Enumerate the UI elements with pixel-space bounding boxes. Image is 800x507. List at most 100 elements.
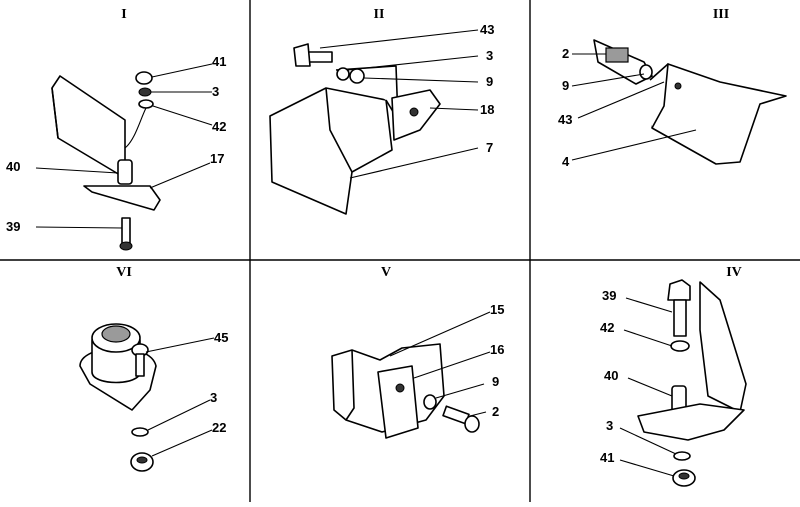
panel-iv-bracket (637, 403, 745, 441)
panel-iii-flange (649, 63, 669, 129)
panel-i-leader-42 (152, 105, 213, 126)
panel-iii: III 2 9 43 4 (558, 7, 787, 169)
panel-ii-leader-43 (319, 29, 479, 49)
label-39: 39 (6, 219, 20, 234)
panel-iii-title: III (713, 7, 729, 22)
panel-iv-washer-3 (673, 451, 691, 461)
panel-vi-washer-3 (131, 427, 149, 437)
label-3: 3 (212, 84, 219, 99)
label-45: 45 (214, 330, 228, 345)
label-43: 43 (558, 112, 572, 127)
panel-i-bolt-39-head (119, 241, 133, 251)
label-2: 2 (492, 404, 499, 419)
panel-i-washer-42 (138, 99, 154, 109)
panel-iii-leader-43 (577, 81, 665, 119)
panel-iv-bolt-39 (673, 299, 687, 337)
panel-iv: IV 39 42 40 3 41 (600, 265, 747, 487)
panel-v-bracket-fold (345, 349, 355, 421)
label-22: 22 (212, 420, 226, 435)
panel-iv-leader-40 (627, 377, 673, 397)
panel-v-bolt-2-head (464, 415, 480, 433)
panel-ii-cover-fold (325, 87, 353, 173)
label-42: 42 (212, 119, 226, 134)
label-41: 41 (600, 450, 614, 465)
label-4: 4 (562, 154, 570, 169)
panel-ii-bolt-43-head (293, 43, 311, 67)
panel-v-plate-16 (377, 365, 419, 439)
label-2: 2 (562, 46, 569, 61)
label-3: 3 (606, 418, 613, 433)
panel-vi-title: VI (116, 265, 132, 280)
panel-i-leader-40 (35, 167, 119, 174)
panel-iv-leader-39 (625, 297, 673, 313)
panel-iv-leader-3 (619, 427, 677, 455)
panel-ii-leader-3 (347, 55, 479, 71)
panel-vi-bolt-45 (135, 353, 145, 377)
panel-ii-leader-9 (363, 77, 479, 83)
panel-iv-wall-plate (699, 281, 747, 413)
panel-ii-cover-7 (269, 87, 393, 215)
panel-ii-plate-hole (409, 107, 419, 117)
panel-i-wire (124, 107, 147, 149)
panel-vi: VI 45 3 22 (79, 265, 228, 472)
panel-iv-leader-42 (623, 329, 673, 347)
label-9: 9 (492, 374, 499, 389)
label-3: 3 (486, 48, 493, 63)
panel-i: I 41 3 42 40 17 39 (6, 7, 226, 251)
panel-v-title: V (381, 265, 391, 280)
panel-vi-nut-22-bore (136, 456, 148, 464)
label-16: 16 (490, 342, 504, 357)
panel-i-title: I (121, 7, 126, 22)
panel-iii-plate-4 (651, 63, 787, 165)
panel-i-bracket-plate (51, 75, 126, 179)
panel-vi-leader-3 (147, 399, 211, 431)
panel-v-leader-2 (469, 411, 487, 417)
label-17: 17 (210, 151, 224, 166)
panel-ii-leader-18 (429, 107, 479, 111)
panel-i-washer-3 (138, 87, 152, 97)
panel-iii-hole (674, 82, 682, 90)
panel-v-plate-hole (395, 383, 405, 393)
label-43: 43 (480, 22, 494, 37)
panel-iii-washer-9 (639, 64, 653, 80)
panel-v-washer-9 (423, 394, 437, 410)
panel-v-leader-16 (413, 351, 491, 379)
label-3: 3 (210, 390, 217, 405)
panel-ii: II 43 3 9 18 7 (269, 7, 494, 215)
label-42: 42 (600, 320, 614, 335)
label-41: 41 (212, 54, 226, 69)
label-9: 9 (486, 74, 493, 89)
panel-iv-washer-42 (670, 340, 690, 352)
panel-vi-cap (101, 325, 131, 343)
panel-ii-leader-7 (349, 147, 479, 179)
panel-ii-bolt-43 (307, 51, 333, 63)
panel-v: V 15 16 9 2 (331, 265, 504, 439)
panel-ii-title: II (374, 7, 385, 22)
panel-i-bolt-39 (121, 217, 131, 245)
panel-i-spacer-40 (117, 159, 133, 185)
panel-i-nut-41 (135, 71, 153, 85)
label-15: 15 (490, 302, 504, 317)
panel-iii-bolt-2 (605, 47, 629, 63)
panel-iv-bolt-39-head (667, 279, 691, 301)
panel-i-leader-41 (151, 63, 213, 78)
panel-v-leader-9 (435, 383, 485, 399)
panel-iv-nut-41-bore (678, 472, 690, 480)
panel-iii-leader-9 (571, 73, 645, 87)
label-40: 40 (6, 159, 20, 174)
panel-vi-leader-22 (151, 429, 213, 457)
label-7: 7 (486, 140, 493, 155)
panel-v-leader-15 (389, 311, 491, 357)
label-40: 40 (604, 368, 618, 383)
label-39: 39 (602, 288, 616, 303)
panel-ii-washer-9 (349, 68, 365, 84)
panel-i-bracket-17 (83, 185, 161, 211)
panel-iii-leader-4 (571, 129, 697, 161)
label-9: 9 (562, 78, 569, 93)
panel-iv-title: IV (726, 265, 742, 280)
label-18: 18 (480, 102, 494, 117)
panel-i-bracket-edge (51, 87, 59, 139)
panel-ii-washer-3 (336, 67, 350, 81)
